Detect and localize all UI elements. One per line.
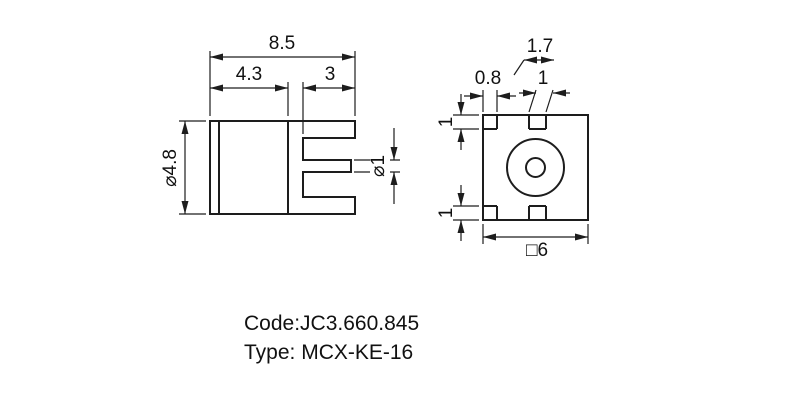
front-view: 0.8 1 1.7 1 <box>436 36 589 261</box>
dim-top-pad-height: 1 <box>436 117 457 128</box>
dim-legs-length: 3 <box>325 64 336 85</box>
side-view: 8.5 4.3 3 ⌀4.8 <box>160 33 400 215</box>
dim-bottom-pad-height-group: 1 <box>436 185 479 241</box>
dim-tab-width: 1 <box>538 68 549 89</box>
dim-bottom-pad-height: 1 <box>436 208 457 219</box>
part-labels: Code:JC3.660.845 Type: MCX-KE-16 <box>244 312 419 364</box>
mounting-fork-outline <box>287 120 356 215</box>
dim-top-pad-height-group: 1 <box>436 94 479 150</box>
dim-body-diameter: ⌀4.8 <box>160 149 181 187</box>
dim-pad-width-group: 0.8 <box>464 68 516 112</box>
dim-overall-length-group: 8.5 <box>209 33 356 116</box>
center-pin-circle <box>525 157 546 178</box>
part-code-label: Code:JC3.660.845 <box>244 312 419 335</box>
dim-legs-length-group: 3 <box>302 64 355 134</box>
part-type-label: Type: MCX-KE-16 <box>244 341 413 364</box>
dim-pin-diameter-group: ⌀1 <box>354 128 400 204</box>
dim-body-width-group: □6 <box>482 224 589 261</box>
extension-line <box>545 89 554 113</box>
dim-slot-width-group: 1.7 <box>513 36 554 76</box>
leader-line <box>513 59 525 76</box>
dimension-text-mask <box>370 147 390 186</box>
dim-body-length: 4.3 <box>236 64 262 85</box>
dim-pin-diameter: ⌀1 <box>368 155 389 177</box>
dim-pad-width: 0.8 <box>475 68 501 89</box>
dim-tab-width-group: 1 <box>519 68 570 113</box>
dim-overall-length: 8.5 <box>269 33 295 54</box>
dim-body-length-group: 4.3 <box>210 64 289 116</box>
dim-slot-width: 1.7 <box>527 36 553 57</box>
dim-body-width: □6 <box>526 240 548 261</box>
connector-body-outline <box>209 120 289 215</box>
dim-body-diameter-group: ⌀4.8 <box>160 120 206 215</box>
